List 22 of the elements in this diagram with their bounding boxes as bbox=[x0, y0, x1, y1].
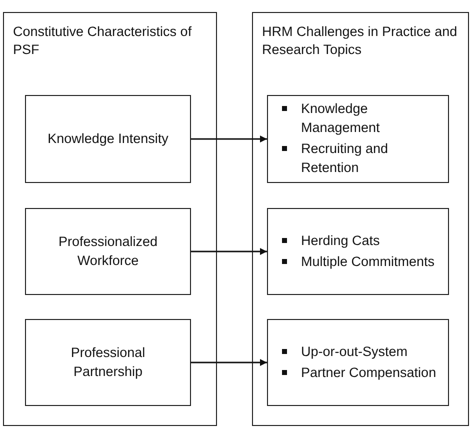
content-box bbox=[25, 95, 191, 183]
panel-heading: Constitutive Characteristics of PSF bbox=[13, 23, 193, 60]
content-box bbox=[267, 208, 449, 295]
box-label: Professionalized Workforce bbox=[57, 232, 159, 270]
content-box bbox=[25, 319, 191, 406]
list-item: Partner Compensation bbox=[301, 364, 436, 382]
panel-heading: HRM Challenges in Practice and Research Topics bbox=[262, 23, 458, 60]
arrow bbox=[191, 248, 267, 255]
content-box bbox=[25, 208, 191, 295]
box-label: Knowledge Intensity bbox=[48, 130, 168, 148]
list-item: Up-or-out-System bbox=[301, 342, 408, 361]
list-item: Herding Cats bbox=[301, 232, 380, 250]
arrow bbox=[191, 136, 267, 142]
list-item: Recruiting and Retention bbox=[301, 140, 390, 177]
group-panel bbox=[252, 12, 469, 426]
arrow bbox=[191, 359, 267, 366]
list-item: Knowledge Management bbox=[301, 100, 381, 138]
group-panel bbox=[3, 12, 217, 426]
box-label: Professional Partnership bbox=[70, 344, 146, 381]
content-box bbox=[267, 319, 449, 406]
list-item: Multiple Commitments bbox=[301, 252, 435, 271]
content-box bbox=[267, 95, 449, 183]
